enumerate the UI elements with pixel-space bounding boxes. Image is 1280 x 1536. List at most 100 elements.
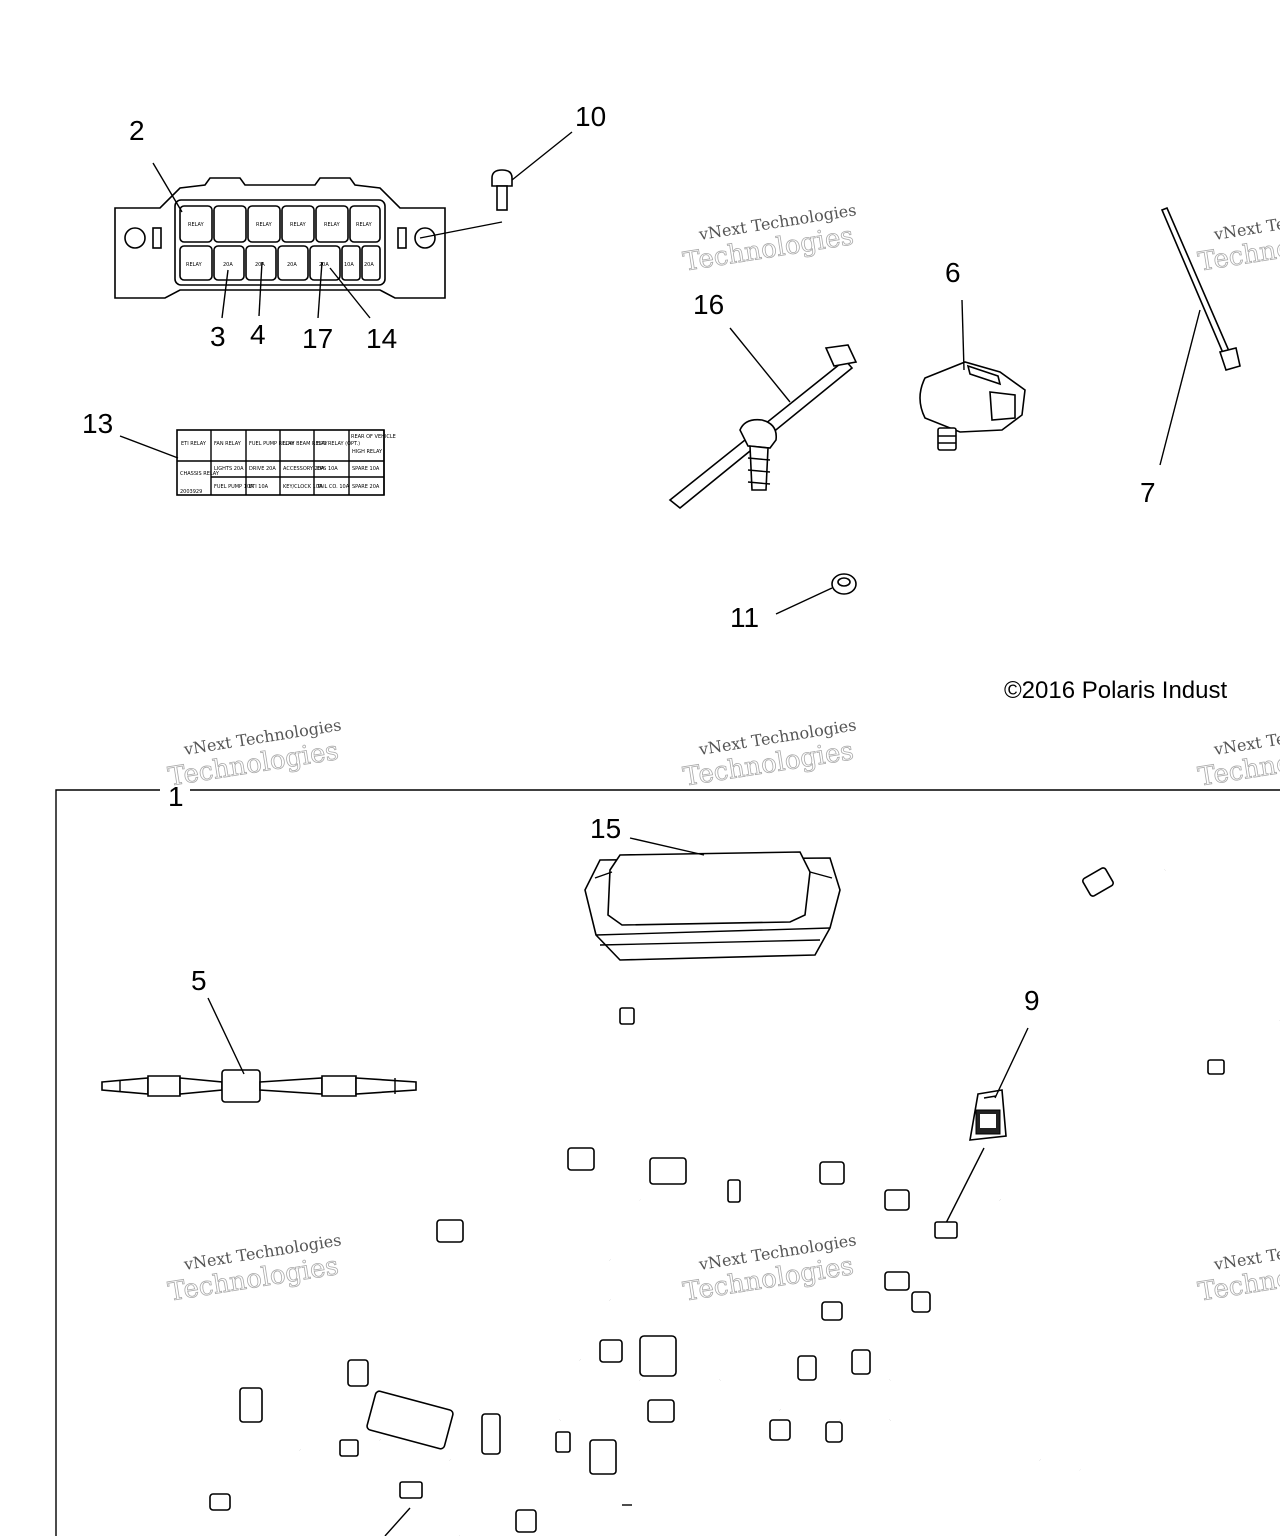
bolt-part xyxy=(491,169,513,211)
decal-cell: FAN RELAY xyxy=(214,441,242,447)
decal-cell: SPARE 20A xyxy=(352,484,380,490)
decal-cell: FUEL PUMP RELAY xyxy=(249,441,295,447)
callout-16: 16 xyxy=(693,289,724,320)
connector xyxy=(819,1161,845,1185)
callout-11: 11 xyxy=(730,602,759,633)
connector xyxy=(727,1179,741,1203)
copyright-text: ©2016 Polaris Indust xyxy=(1004,677,1227,704)
watermark: vNext Technologies Technologies xyxy=(1196,1230,1280,1308)
connector xyxy=(911,1291,931,1313)
connector-9 xyxy=(969,1089,1007,1141)
connector xyxy=(851,1349,871,1375)
connector xyxy=(347,1359,369,1387)
connector xyxy=(1207,1059,1225,1075)
decal-part-number: 2003929 xyxy=(180,489,202,495)
relay-slot xyxy=(179,205,213,243)
fuse-label: 20A xyxy=(223,262,233,268)
watermark: vNext Technologies Technologies xyxy=(1196,715,1280,793)
harness-connectors xyxy=(209,867,1225,1533)
mounting-hole-right xyxy=(414,227,436,249)
fuse-label: 10A xyxy=(344,262,354,268)
harness-frame-left xyxy=(55,789,160,1536)
callout-6: 6 xyxy=(945,257,961,288)
callout-14: 14 xyxy=(366,323,397,354)
callout-17: 17 xyxy=(302,323,333,354)
connector xyxy=(934,1221,958,1239)
watermark: vNext Technologies Technologies xyxy=(1196,200,1280,278)
leader-line-bottom xyxy=(384,1507,411,1536)
callout-7: 7 xyxy=(1140,477,1156,508)
connector xyxy=(239,1387,263,1423)
connector xyxy=(647,1399,675,1423)
cable-tie-push-pin xyxy=(668,344,858,510)
fuse-block-connector xyxy=(366,1390,454,1450)
leader-line-5 xyxy=(207,997,245,1075)
leader-line-9b xyxy=(944,1147,985,1226)
harness-trunks xyxy=(213,868,1280,1536)
decal-cell: CHASSIS RELAY xyxy=(180,471,220,477)
leader-line-15 xyxy=(629,837,705,856)
decal-cell: EPS RELAY (OPT.) xyxy=(317,441,360,447)
connector xyxy=(797,1355,817,1381)
callout-labels: 2 10 3 4 17 14 13 16 6 7 11 1 15 5 9 xyxy=(82,101,1156,1016)
connector xyxy=(555,1431,571,1453)
relay-slot xyxy=(213,205,247,243)
fuse-label: 20A xyxy=(319,262,329,268)
relay-label: RELAY xyxy=(256,222,273,228)
decal-cell: REAR OF VEHICLE xyxy=(351,434,396,440)
connector xyxy=(481,1413,501,1455)
wiring-harness xyxy=(209,867,1280,1536)
relay-slot xyxy=(281,205,315,243)
fuse-slot xyxy=(213,245,245,281)
callout-5: 5 xyxy=(191,965,207,996)
fuse-label: 20A xyxy=(364,262,374,268)
decal-cell: KEY/CLOCK 10A xyxy=(283,484,323,490)
relay-slot xyxy=(349,205,381,243)
fuse-slot xyxy=(361,245,381,281)
fuse-bottom-row: RELAY 20A 20A 20A 20A 10A 20A xyxy=(179,245,381,281)
watermark: vNext Technologies Technologies xyxy=(681,200,858,278)
fuse-label: 20A xyxy=(255,262,265,268)
relay-label: RELAY xyxy=(290,222,307,228)
connector-clip xyxy=(919,361,1026,451)
callout-10: 10 xyxy=(575,101,606,132)
relay-label: RELAY xyxy=(186,262,203,268)
relay-slot xyxy=(315,205,349,243)
decal-cell: HIGH RELAY xyxy=(352,449,383,455)
decal-cell: TAIL CO. 10A xyxy=(316,484,350,490)
fuse-slot xyxy=(277,245,309,281)
connector xyxy=(649,1157,687,1185)
callout-13: 13 xyxy=(82,408,113,439)
connector xyxy=(209,1493,231,1511)
relay-top-row: RELAY RELAY RELAY RELAY RELAY xyxy=(179,205,381,243)
callout-15: 15 xyxy=(590,813,621,844)
relay-label: RELAY xyxy=(356,222,373,228)
callout-2: 2 xyxy=(129,115,145,146)
relay-label: RELAY xyxy=(324,222,341,228)
fuse-label: 20A xyxy=(287,262,297,268)
watermark: vNext Technologies Technologies xyxy=(166,1230,343,1308)
leader-line-11 xyxy=(775,587,833,615)
decal-cell: ACCESSORY 20A xyxy=(283,466,325,472)
relay-label: RELAY xyxy=(188,222,205,228)
watermark: vNext Technologies Technologies xyxy=(681,715,858,793)
leader-lines-relay-box xyxy=(152,131,573,319)
callout-1: 1 xyxy=(168,781,184,812)
decal-cell: LIGHTS 20A xyxy=(214,466,244,472)
mounting-hole-left xyxy=(124,227,146,249)
decal-cell: ETI RELAY xyxy=(181,441,207,447)
decal-cell: SPARE 10A xyxy=(352,466,380,472)
relay-slot xyxy=(179,245,213,281)
watermark: vNext Technologies Technologies xyxy=(681,1230,858,1308)
leader-line-16 xyxy=(729,327,791,403)
leader-line-13 xyxy=(119,435,179,459)
decal-cell: DRIVE 20A xyxy=(249,466,276,472)
connector xyxy=(589,1439,617,1475)
connector xyxy=(339,1439,359,1457)
connector xyxy=(436,1219,464,1243)
connector xyxy=(619,1007,635,1025)
leader-line-6 xyxy=(961,299,965,371)
decal-cell: EPS 10A xyxy=(317,466,338,472)
connector xyxy=(884,1271,910,1291)
